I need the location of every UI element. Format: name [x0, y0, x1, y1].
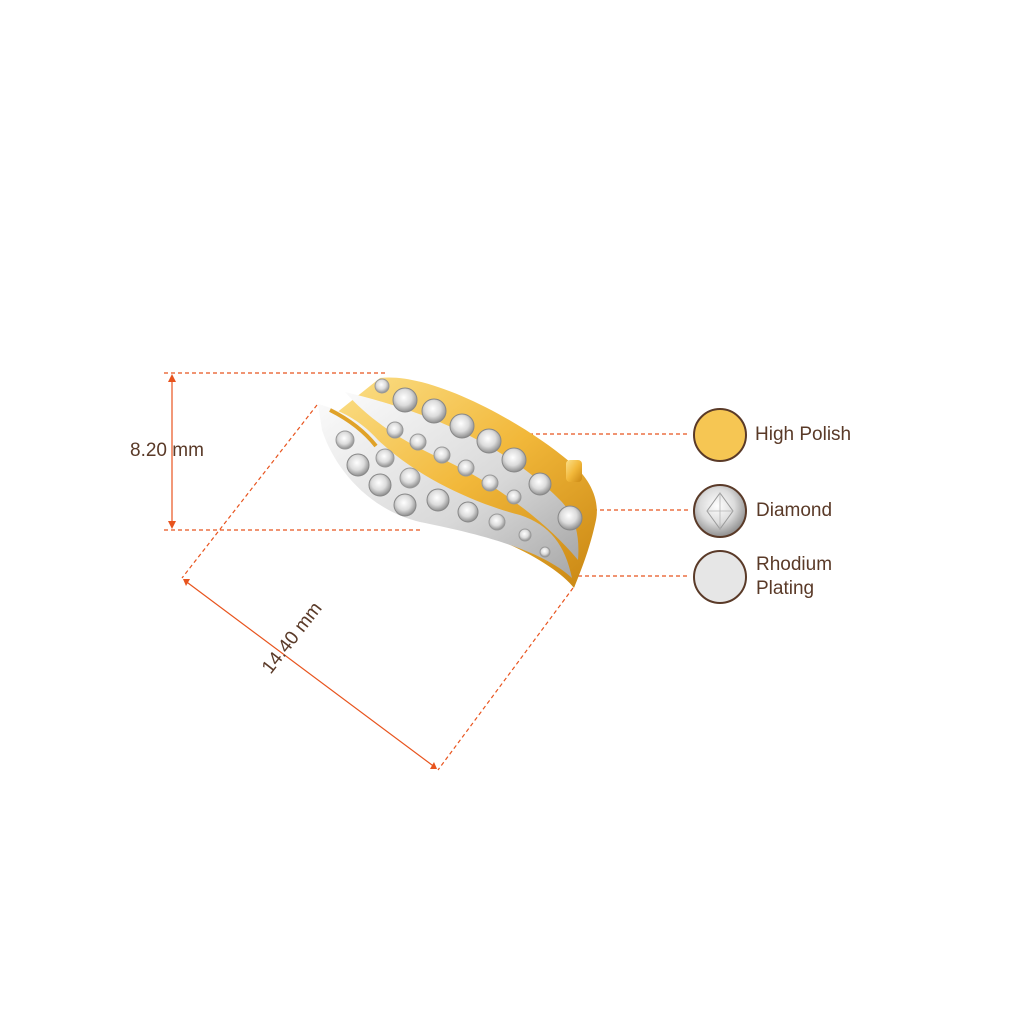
lower-leaf-diamonds — [335, 430, 551, 558]
legend-label-rhodium-line1: Rhodium — [756, 554, 833, 575]
diamond — [375, 448, 395, 468]
legend-label-diamond: Diamond — [756, 500, 833, 521]
height-dimension — [164, 372, 420, 531]
height-dimension-label: 8.20 mm — [130, 440, 204, 461]
diamond — [393, 493, 417, 517]
length-right-extension-line — [437, 587, 574, 771]
diamond — [476, 428, 502, 454]
upper-leaf-setting — [345, 392, 579, 560]
diamond — [392, 387, 418, 413]
diamond — [426, 488, 450, 512]
diamond — [457, 459, 475, 477]
diamond — [457, 501, 479, 523]
length-arrow-start-icon — [183, 579, 190, 586]
rhodium-swatch-icon — [693, 550, 747, 604]
legend-label-rhodium: Rhodium Plating — [756, 553, 832, 601]
diamond — [557, 505, 583, 531]
top-row-diamonds — [374, 378, 583, 531]
legend-label-rhodium-line2: Plating — [756, 578, 815, 599]
diamond — [335, 430, 355, 450]
diamond — [409, 433, 427, 451]
length-dimension-line — [183, 579, 437, 769]
legend-swatches — [693, 408, 747, 604]
middle-row-diamonds — [386, 421, 522, 505]
diamond — [399, 467, 421, 489]
diamond — [449, 413, 475, 439]
diamond — [386, 421, 404, 439]
length-arrow-end-icon — [430, 762, 437, 769]
legend-label-high-polish: High Polish — [755, 424, 852, 445]
diamond — [506, 489, 522, 505]
height-arrow-bottom-icon — [168, 521, 176, 529]
diamond — [481, 474, 499, 492]
gold-edge — [329, 408, 378, 448]
earring-post — [566, 460, 582, 482]
diamond — [501, 447, 527, 473]
diamond — [518, 528, 532, 542]
length-left-extension-line — [181, 404, 318, 579]
diamond — [488, 513, 506, 531]
diamond — [539, 546, 551, 558]
leaf-earring-illustration — [318, 377, 597, 588]
diamond — [421, 398, 447, 424]
small-diamond — [374, 378, 390, 394]
diamond — [528, 472, 552, 496]
diamond — [368, 473, 392, 497]
diamond — [346, 453, 370, 477]
gold-polish-swatch-icon — [693, 408, 747, 462]
diamond-swatch-icon — [693, 484, 747, 538]
height-arrow-top-icon — [168, 374, 176, 382]
diamond — [433, 446, 451, 464]
length-dimension — [181, 404, 574, 771]
